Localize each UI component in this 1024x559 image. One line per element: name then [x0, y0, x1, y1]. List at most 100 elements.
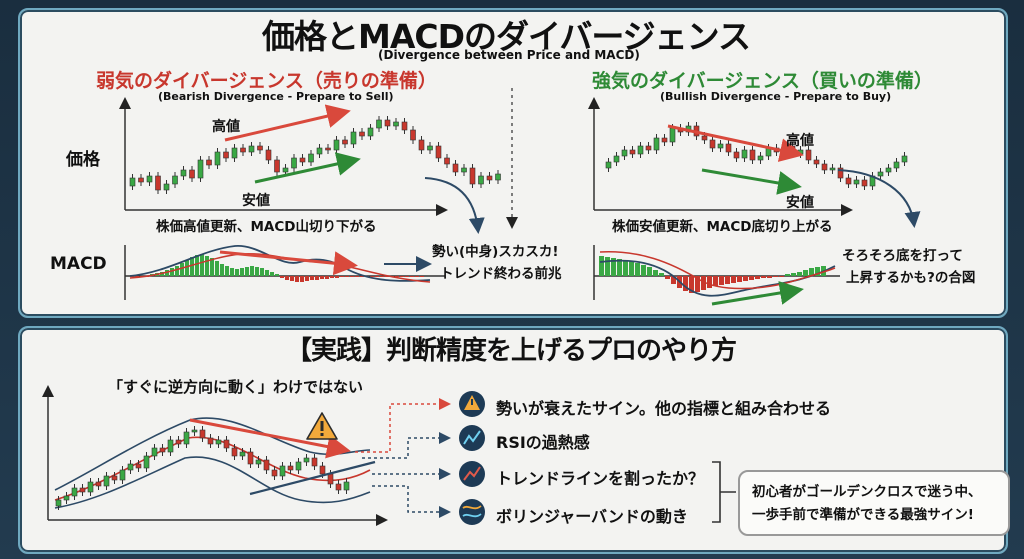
candle [119, 469, 126, 481]
macd-bar [767, 276, 772, 278]
tip-icon-bollinger [459, 499, 485, 525]
macd-bar [255, 267, 259, 276]
candle [163, 183, 170, 191]
page-subtitle: (Divergence between Price and MACD) [378, 48, 640, 62]
tip-icon-rsi [459, 425, 485, 451]
macd-bar [665, 276, 670, 279]
macd-bar [815, 267, 820, 276]
macd-bar [260, 268, 264, 276]
candle [342, 139, 348, 145]
macd-bar [713, 276, 718, 286]
candle [461, 167, 467, 173]
candle [231, 447, 238, 457]
candle [605, 161, 612, 169]
macd-bar [405, 276, 409, 277]
macd-bar [195, 255, 199, 276]
macd-bar [773, 276, 778, 277]
candle [303, 457, 310, 463]
macd-bar [779, 276, 784, 277]
macd-bar [653, 270, 658, 276]
macd-bar [749, 276, 754, 280]
candle [709, 139, 716, 149]
macd-bar [689, 276, 694, 293]
bearish-macd-arrow [219, 250, 358, 276]
macd-bar [210, 258, 214, 276]
candle [71, 487, 78, 497]
macd-bar [325, 276, 329, 279]
candle [247, 451, 254, 465]
bullish-callout-line1: そろそろ底を打って [842, 248, 963, 264]
candle [384, 119, 391, 127]
candle [79, 487, 86, 493]
candle [255, 459, 262, 465]
macd-bar [175, 266, 179, 276]
candle [469, 167, 476, 185]
macd-bar [200, 254, 204, 276]
candle [749, 149, 756, 161]
candle [199, 429, 206, 439]
candle [63, 495, 70, 501]
bearish-caption: 株価高値更新、MACD山切り下がる [156, 219, 377, 235]
macd-bar [330, 276, 334, 278]
macd-bar [380, 276, 384, 277]
macd-bar [415, 276, 419, 277]
candle [653, 137, 660, 151]
candle [733, 151, 740, 159]
macd-bar [641, 265, 646, 276]
candle [797, 149, 804, 155]
bullish-high-arrow [667, 124, 804, 162]
candle [669, 127, 676, 143]
macd-bar [719, 276, 724, 285]
bullish-subheading: (Bullish Divergence - Prepare to Buy) [660, 90, 892, 103]
bearish-high-arrow [224, 104, 351, 142]
bullish-signal-line [599, 251, 836, 290]
candle [393, 121, 399, 127]
candle [813, 159, 820, 165]
candle [893, 161, 900, 169]
candle [701, 135, 708, 141]
bearish-high-label: 高値 [212, 119, 240, 135]
practice-axes [42, 385, 388, 526]
candle [661, 137, 668, 143]
candle [333, 139, 340, 151]
candle [725, 143, 732, 153]
macd-bar [185, 260, 189, 276]
candle [223, 151, 229, 159]
macd-bar [310, 276, 314, 280]
macd-bar [225, 266, 229, 276]
macd-bar [385, 276, 389, 277]
candle [444, 157, 450, 165]
candle [265, 149, 272, 161]
candle [175, 439, 182, 445]
summary-bubble [738, 470, 1010, 536]
candle [821, 163, 828, 171]
tip-text-4: ボリンジャーバンドの動き [496, 507, 688, 526]
candle [138, 177, 144, 183]
tips-bracket [712, 461, 736, 523]
practice-note: 「すぐに逆方向に動く」わけではない [108, 378, 364, 396]
macd-bar [611, 258, 616, 276]
candle [629, 149, 636, 155]
macd-bar [355, 276, 359, 277]
macd-bar [315, 276, 319, 280]
macd-bar [285, 276, 289, 280]
candle [155, 175, 161, 191]
candle [55, 499, 62, 507]
macd-bar [400, 276, 404, 277]
macd-bar [599, 256, 604, 276]
candle [189, 169, 195, 179]
candle [223, 439, 230, 449]
macd-bar [761, 276, 766, 278]
macd-bar [617, 259, 622, 276]
candle [240, 147, 246, 153]
candle [845, 177, 852, 185]
candle [311, 457, 318, 467]
macd-bar [629, 261, 634, 276]
bearish-callout-line1: 勢い(中身)スカスカ! [432, 244, 559, 260]
macd-bar [275, 274, 279, 276]
macd-bar [265, 270, 269, 276]
tip-text-3: トレンドラインを割ったか？ [496, 469, 705, 488]
candle [829, 167, 836, 171]
macd-bar [270, 272, 274, 276]
macd-bar [785, 274, 790, 276]
